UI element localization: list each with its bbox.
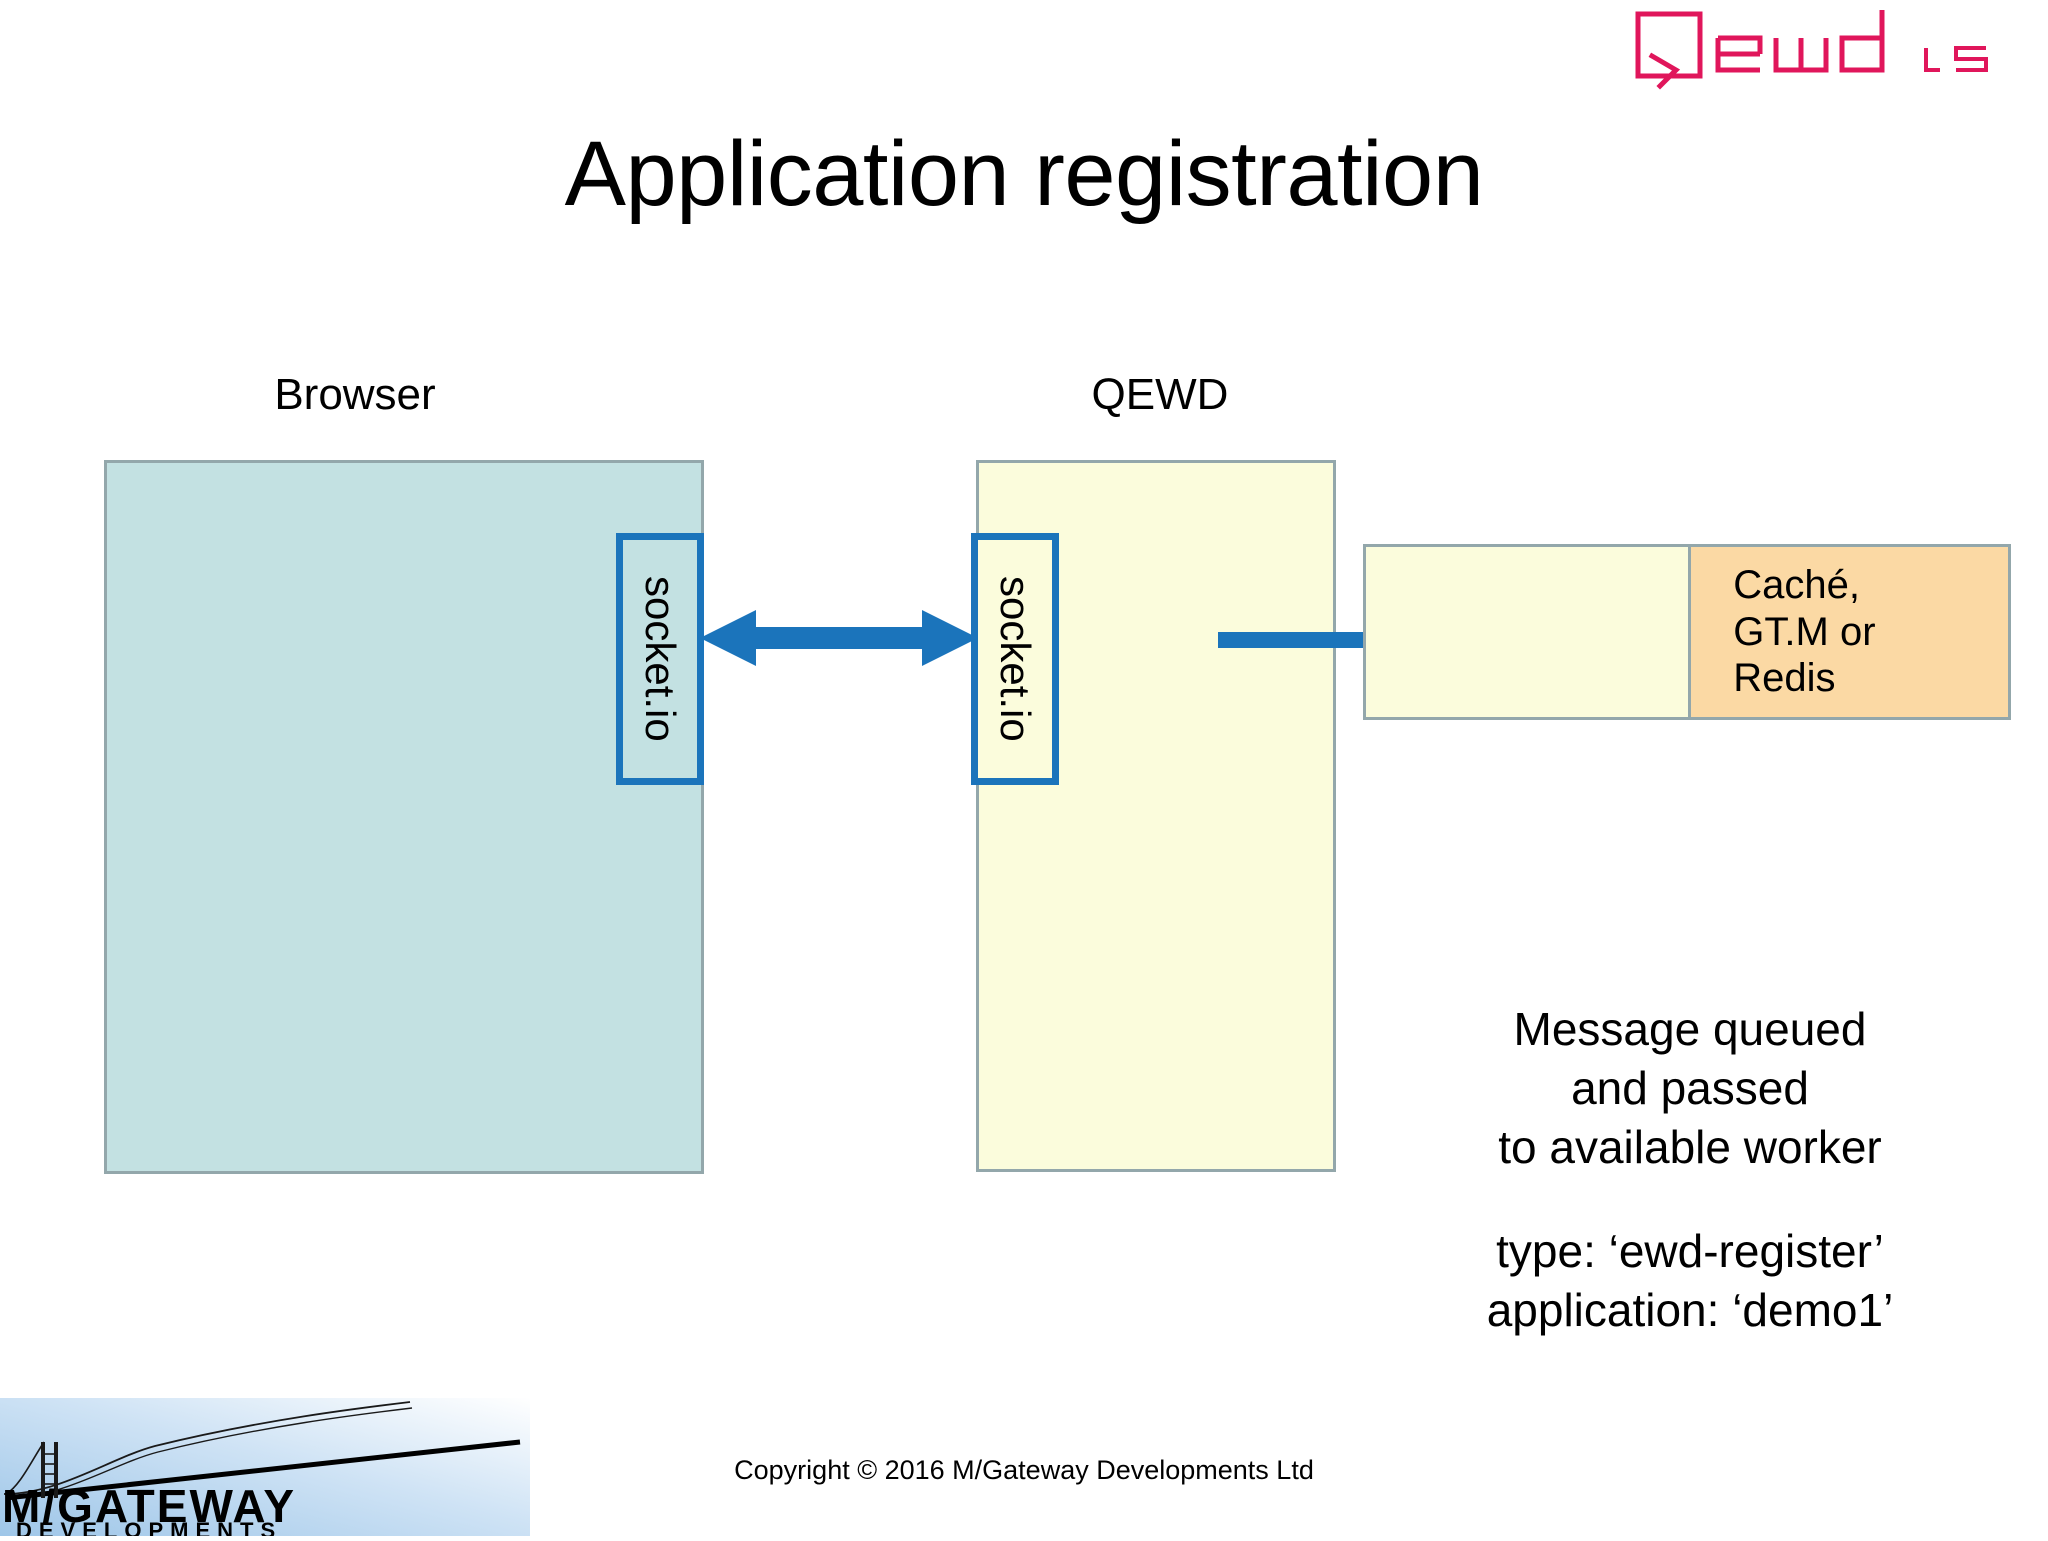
- message-params-note: type: ‘ewd-register’ application: ‘demo1…: [1486, 1225, 1894, 1336]
- bidirectional-arrow-icon: [700, 600, 978, 680]
- copyright-text: Copyright © 2016 M/Gateway Developments …: [734, 1455, 1314, 1485]
- browser-panel: [104, 460, 704, 1174]
- socketio-qewd-label: socket.io: [992, 576, 1039, 742]
- datastore-arrow-icon: [1218, 612, 1426, 668]
- datastore-db-half: Caché, GT.M or Redis: [1688, 547, 2008, 717]
- datastore-box: Caché, GT.M or Redis: [1363, 544, 2011, 720]
- datastore-queue-half: [1366, 547, 1689, 717]
- browser-heading: Browser: [274, 370, 436, 419]
- qewd-js-logo: [1630, 8, 2030, 98]
- page-title: Application registration: [564, 123, 1484, 225]
- socketio-browser-label: socket.io: [637, 576, 684, 742]
- socketio-browser-box: socket.io: [616, 533, 704, 785]
- message-queue-note: Message queued and passed to available w…: [1498, 1003, 1882, 1173]
- qewd-panel: [976, 460, 1336, 1172]
- socketio-qewd-box: socket.io: [971, 533, 1059, 785]
- mgateway-logo: M/GATEWAY DEVELOPMENTS: [0, 1398, 530, 1536]
- qewd-heading: QEWD: [1091, 370, 1229, 419]
- mgateway-subtitle: DEVELOPMENTS: [16, 1518, 282, 1536]
- mgateway-wordmark: M/GATEWAY: [2, 1480, 296, 1532]
- datastore-label: Caché, GT.M or Redis: [1733, 563, 1876, 701]
